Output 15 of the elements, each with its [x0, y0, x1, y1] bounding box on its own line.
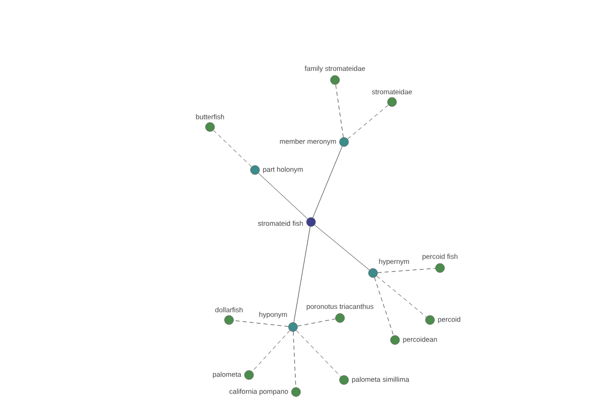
dashed-line [374, 277, 394, 336]
dashed-line [293, 332, 296, 388]
dashed-line [376, 276, 427, 318]
dashed-line [335, 84, 344, 138]
dashed-line [213, 130, 252, 167]
dashed-line [347, 104, 389, 140]
dashed-line [252, 330, 290, 372]
connector-line [314, 224, 370, 270]
connector-line [312, 146, 342, 218]
dashed-line [296, 330, 341, 377]
dashed-line [378, 268, 436, 273]
dashed-line [297, 318, 336, 326]
dashed-line [233, 320, 289, 327]
connector-line [294, 226, 310, 323]
connector-line [258, 173, 308, 219]
